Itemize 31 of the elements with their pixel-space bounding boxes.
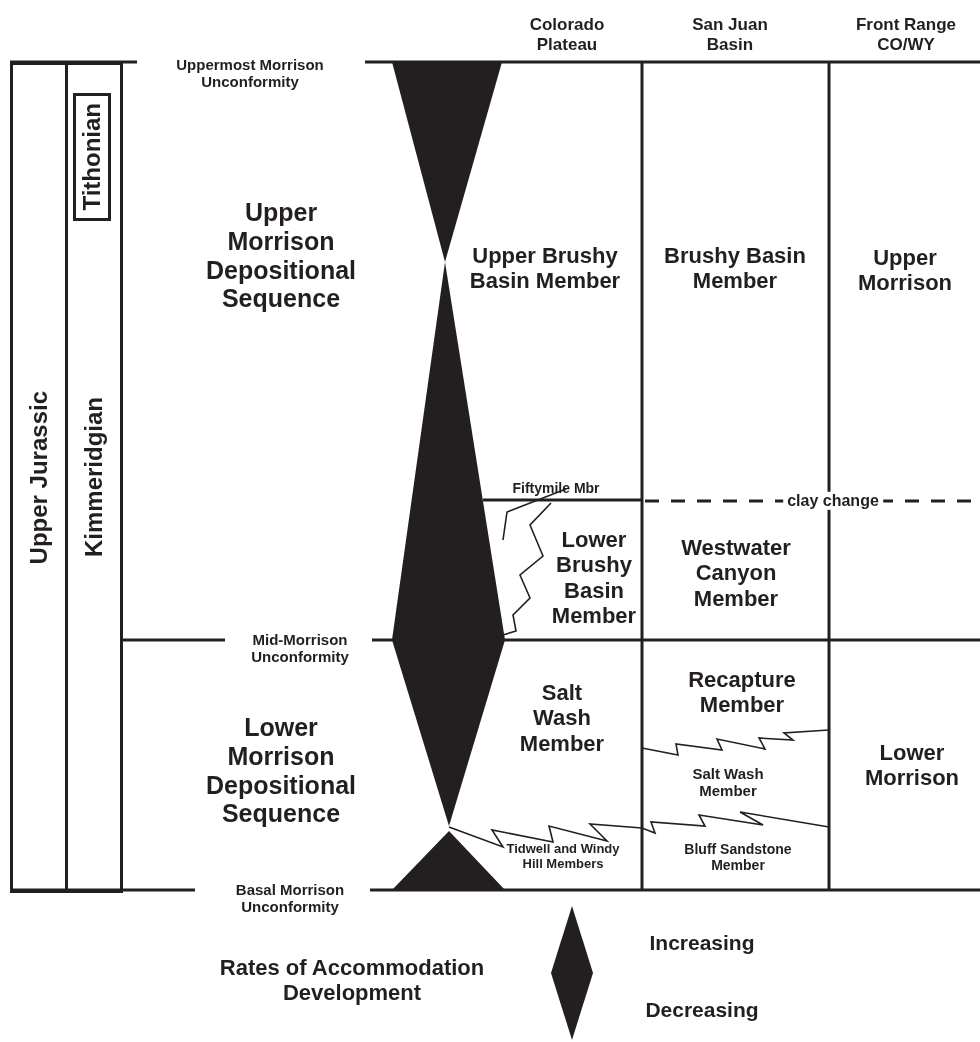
- rate-label: Increasing: [649, 930, 755, 956]
- legend-title: Rates of Accommodation Development: [218, 954, 486, 1006]
- member-label: Westwater Canyon Member: [680, 535, 792, 611]
- member-label: Salt Wash Member: [691, 764, 765, 800]
- member-label: Brushy Basin Member: [663, 242, 807, 294]
- formation-label: Lower Morrison: [863, 739, 961, 791]
- rate-label: Decreasing: [645, 997, 759, 1023]
- clay-change-label: clay change: [783, 491, 883, 511]
- unconformity-label: Mid-Morrison Unconformity: [250, 630, 350, 666]
- column-heading: Colorado Plateau: [528, 15, 606, 55]
- stage-box: [73, 93, 111, 221]
- sequence-label: Upper Morrison Depositional Sequence: [205, 197, 357, 313]
- unconformity-label: Uppermost Morrison Unconformity: [175, 55, 325, 91]
- member-label: Bluff Sandstone Member: [683, 840, 793, 874]
- formation-label: Upper Morrison: [856, 244, 954, 296]
- stage-column-box: [65, 62, 123, 893]
- stage-name: Fiftymile Mbr: [512, 481, 600, 495]
- stage-name: Tithonian: [80, 103, 104, 211]
- column-heading: Front Range CO/WY: [854, 15, 958, 55]
- stage-name: Kimmeridgian: [82, 397, 106, 558]
- column-heading: San Juan Basin: [691, 15, 769, 55]
- stage-name: Upper Jurassic: [27, 390, 51, 565]
- member-label: Tidwell and Windy Hill Members: [505, 842, 621, 872]
- member-label: Recapture Member: [687, 666, 797, 718]
- accommodation-diamond-symbol: [551, 906, 593, 1040]
- sequence-label: Lower Morrison Depositional Sequence: [205, 712, 357, 828]
- member-label: Lower Brushy Basin Member: [550, 527, 638, 629]
- member-label: Salt Wash Member: [518, 680, 606, 756]
- member-label: Upper Brushy Basin Member: [468, 242, 622, 294]
- unconformity-label: Basal Morrison Unconformity: [234, 880, 346, 916]
- stage-column-box: [10, 62, 68, 893]
